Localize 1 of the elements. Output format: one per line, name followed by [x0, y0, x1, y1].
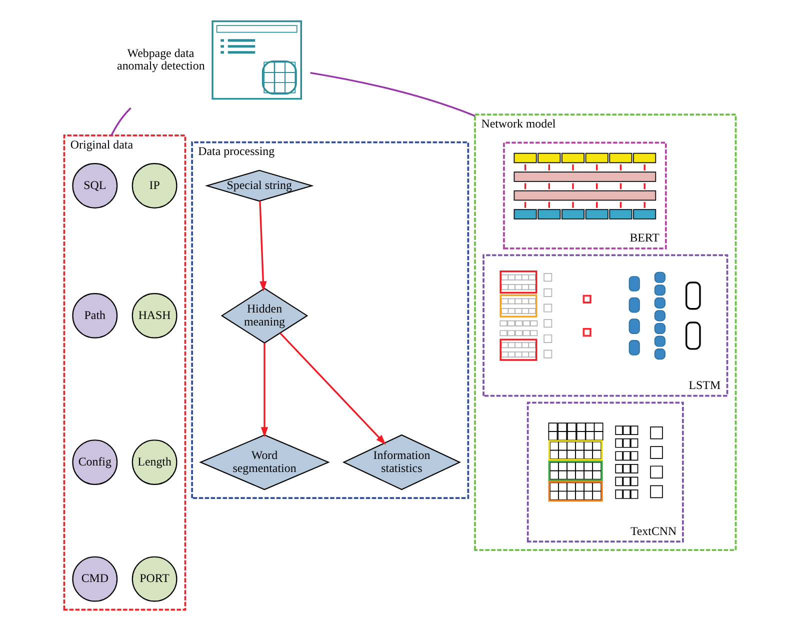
node-label: Webpage data anomaly detection: [117, 46, 205, 73]
